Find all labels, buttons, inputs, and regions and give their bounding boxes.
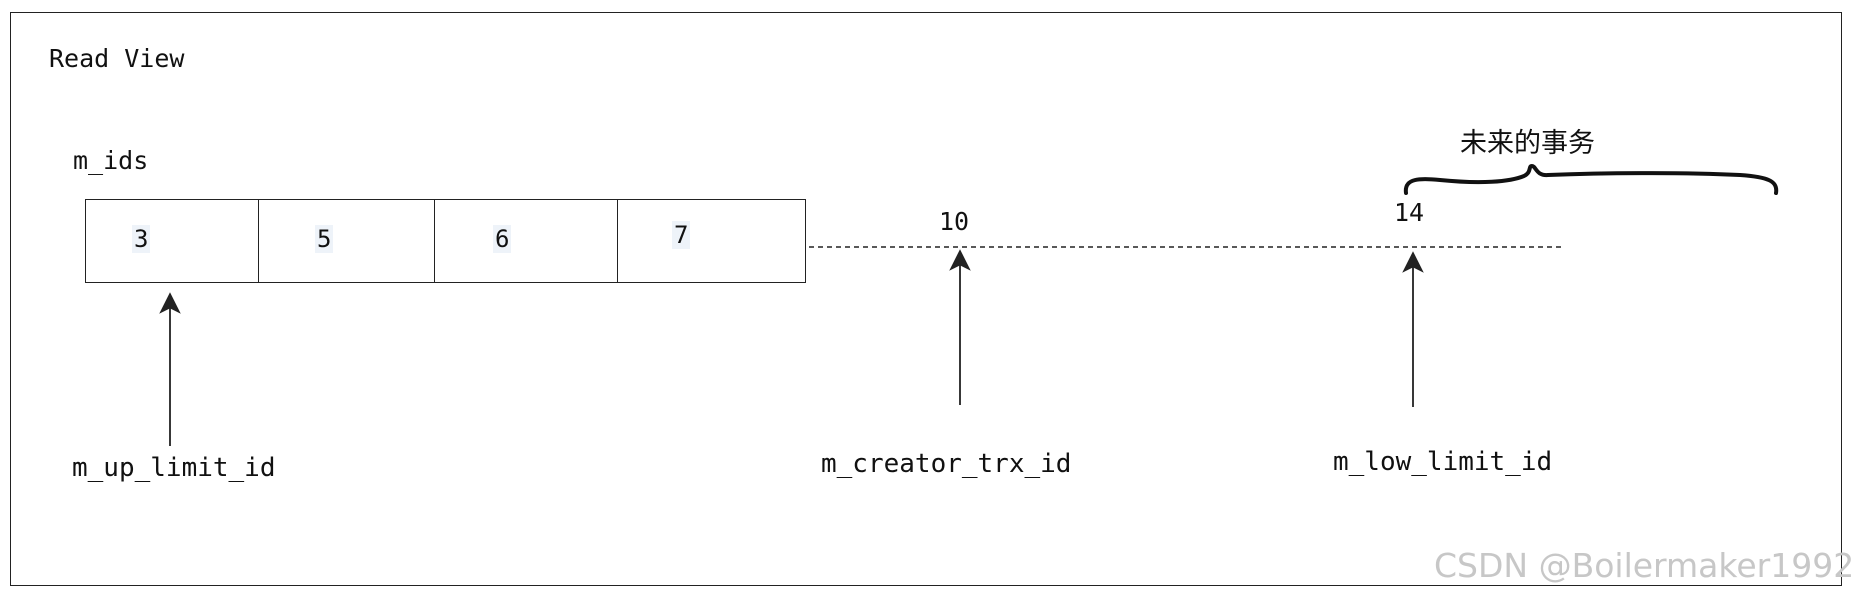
low-limit-id-value: 14 — [1394, 198, 1425, 227]
m-ids-cell: 6 — [435, 200, 618, 282]
m-ids-cell: 5 — [259, 200, 435, 282]
m-up-limit-id-label: m_up_limit_id — [72, 453, 276, 483]
m-ids-value: 3 — [132, 225, 151, 253]
m-creator-trx-id-label: m_creator_trx_id — [821, 449, 1072, 479]
m-ids-value: 7 — [672, 221, 691, 249]
watermark: CSDN @Boilermaker1992 — [1434, 546, 1854, 585]
diagram-frame — [10, 12, 1842, 586]
m-ids-value: 5 — [315, 225, 334, 253]
m-ids-array: 3 5 6 7 — [85, 199, 806, 283]
diagram-title: Read View — [49, 44, 185, 73]
creator-trx-id-value: 10 — [939, 207, 970, 236]
future-brace — [1403, 163, 1779, 195]
m-low-limit-id-label: m_low_limit_id — [1333, 447, 1553, 477]
future-transactions-label: 未来的事务 — [1460, 128, 1595, 159]
m-ids-cell: 3 — [86, 200, 259, 282]
m-ids-cell: 7 — [618, 200, 805, 282]
m-ids-value: 6 — [493, 225, 512, 253]
m-ids-label: m_ids — [73, 146, 149, 175]
